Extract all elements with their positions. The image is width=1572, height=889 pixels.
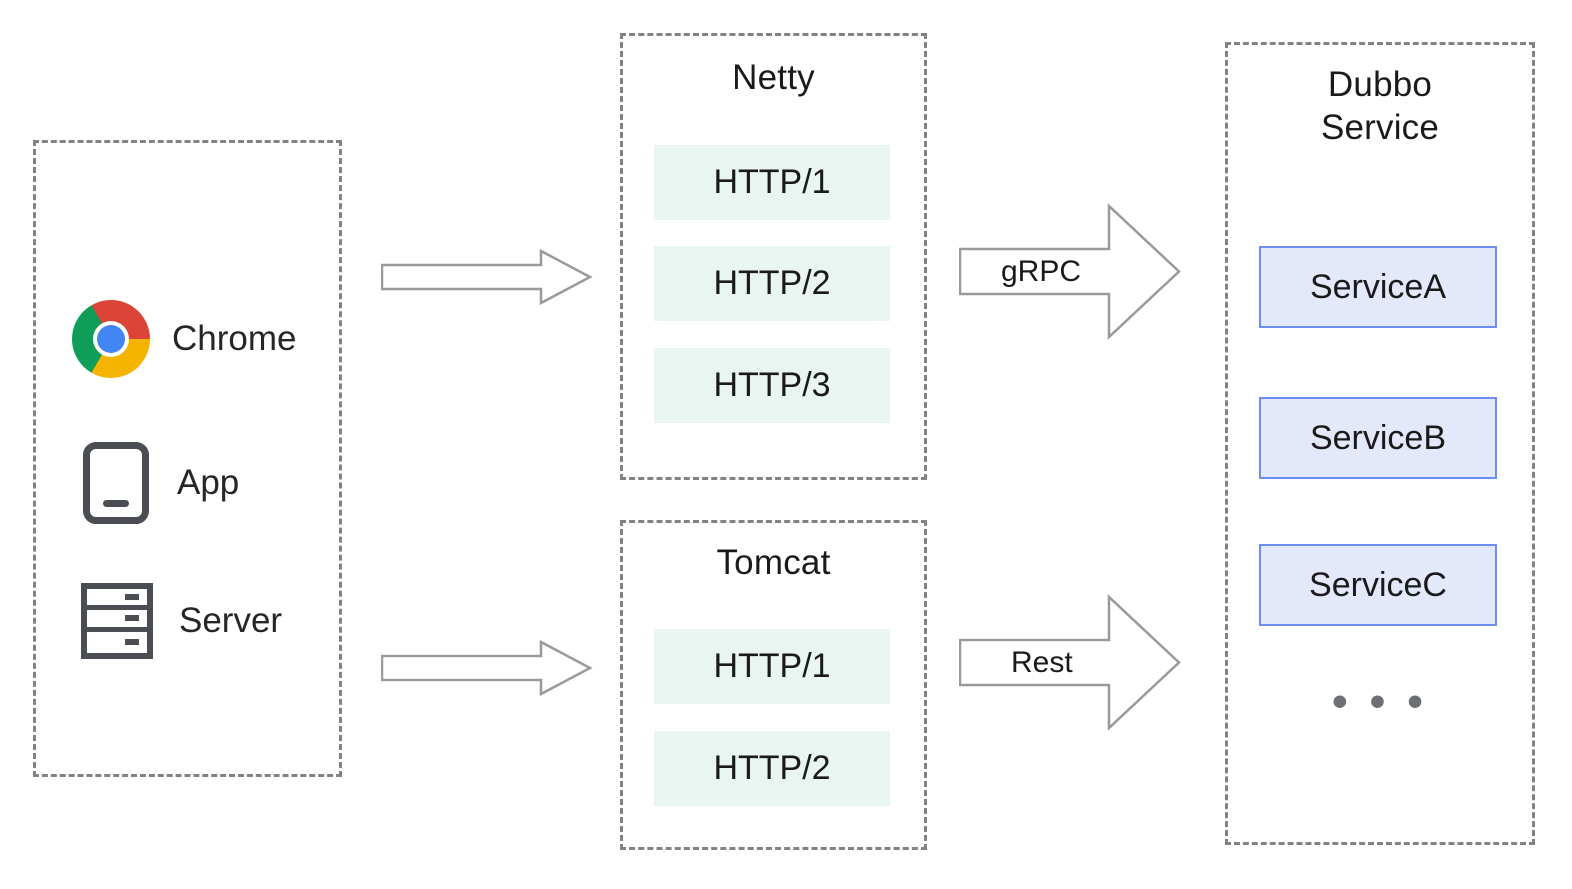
dubbo-service-label: ServiceB — [1309, 418, 1447, 457]
client-group-box — [33, 140, 342, 777]
dubbo-group-box — [1225, 42, 1535, 845]
dubbo-service-b[interactable]: ServiceB — [1259, 397, 1497, 479]
dubbo-title-line2: Service — [1320, 107, 1440, 147]
netty-group-box — [620, 33, 927, 480]
netty-protocol-http1[interactable]: HTTP/1 — [654, 145, 890, 220]
server-rack-unit — [87, 610, 147, 632]
arrow-client-to-netty — [381, 248, 593, 306]
tomcat-protocol-http2[interactable]: HTTP/2 — [654, 731, 890, 806]
client-item-label: App — [177, 463, 240, 502]
dubbo-service-label: ServiceC — [1309, 565, 1447, 604]
server-led-icon — [125, 639, 139, 646]
tomcat-protocol-label: HTTP/1 — [713, 647, 831, 685]
arrow-tomcat-to-dubbo: Rest — [959, 594, 1181, 731]
chrome-icon — [72, 300, 150, 378]
client-item-server[interactable]: Server — [81, 583, 282, 659]
app-icon — [83, 442, 149, 524]
tomcat-protocol-label: HTTP/2 — [713, 749, 831, 787]
client-item-app[interactable]: App — [83, 442, 239, 524]
arrow-netty-to-dubbo: gRPC — [959, 203, 1181, 340]
tomcat-protocol-http1[interactable]: HTTP/1 — [654, 629, 890, 704]
netty-protocol-label: HTTP/2 — [713, 264, 831, 302]
netty-title: Netty — [732, 58, 815, 97]
client-item-label: Chrome — [172, 319, 297, 358]
tomcat-title: Tomcat — [716, 543, 831, 582]
netty-protocol-http2[interactable]: HTTP/2 — [654, 246, 890, 321]
server-icon — [81, 583, 153, 659]
dubbo-service-c[interactable]: ServiceC — [1259, 544, 1497, 626]
arrow-netty-to-dubbo-label: gRPC — [1001, 255, 1082, 288]
arrow-client-to-tomcat — [381, 639, 593, 697]
client-item-label: Server — [179, 601, 283, 640]
server-rack-unit — [87, 632, 147, 653]
dubbo-more-indicator: • • • — [1332, 677, 1428, 726]
dubbo-service-a[interactable]: ServiceA — [1259, 246, 1497, 328]
netty-protocol-http3[interactable]: HTTP/3 — [654, 348, 890, 423]
tomcat-group-box — [620, 520, 927, 850]
netty-protocol-label: HTTP/1 — [713, 163, 831, 201]
server-led-icon — [125, 594, 139, 601]
server-led-icon — [125, 615, 139, 622]
dubbo-title: Dubbo Service — [1225, 64, 1535, 149]
dubbo-service-label: ServiceA — [1309, 267, 1447, 306]
dubbo-title-line1: Dubbo — [1327, 65, 1433, 104]
arrow-tomcat-to-dubbo-label: Rest — [1011, 646, 1073, 679]
server-rack-unit — [87, 589, 147, 611]
netty-protocol-label: HTTP/3 — [713, 366, 831, 404]
client-item-chrome[interactable]: Chrome — [72, 300, 296, 378]
